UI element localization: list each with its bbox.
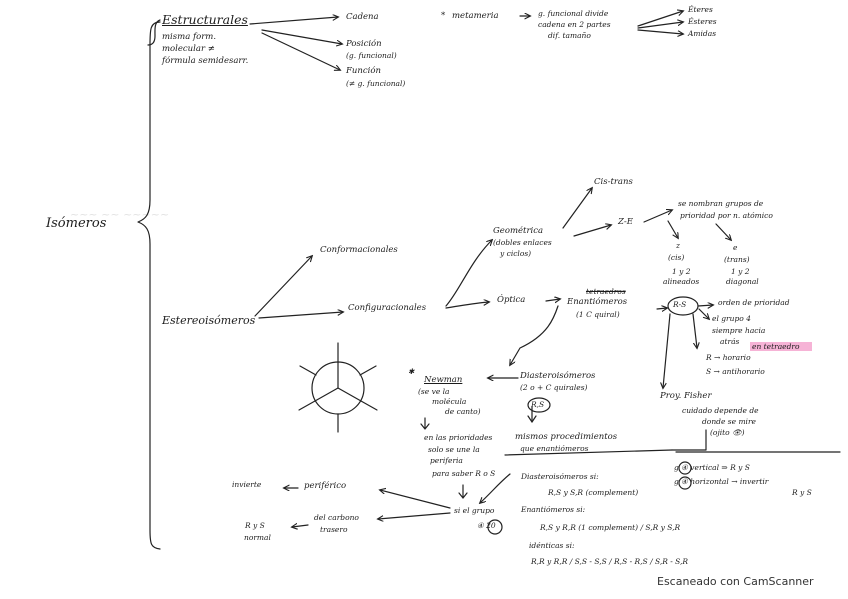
node-conformacionales: Conformacionales bbox=[320, 245, 398, 255]
fisher-vertical: g ④ vertical ⇒ R y S bbox=[674, 463, 750, 472]
grupo4-line-2: siempre hacia bbox=[712, 326, 766, 335]
mismos-procedimientos-1: mismos procedimientos bbox=[515, 432, 618, 442]
node-optica: Óptica bbox=[497, 295, 526, 305]
newman-sub-1: (se ve la bbox=[418, 387, 450, 396]
identicas-combo: R,R y R,R / S,S - S,S / R,S - R,S / S,R … bbox=[531, 557, 689, 566]
node-cis-trans: Cis-trans bbox=[594, 177, 633, 187]
mismos-procedimientos-2: que enantiómeros bbox=[520, 444, 589, 453]
node-esteres: Ésteres bbox=[688, 17, 717, 26]
node-rys: R y S bbox=[245, 521, 265, 530]
node-metameria: metameria bbox=[452, 11, 499, 21]
prioridades-3: periferia bbox=[430, 456, 463, 465]
node-cadena: Cadena bbox=[346, 12, 379, 22]
root-isomeros: Isómeros bbox=[46, 216, 107, 231]
s-antihorario: S → antihorario bbox=[706, 367, 765, 376]
trans-label: (trans) bbox=[724, 255, 750, 264]
structural-note-1: misma form. bbox=[162, 32, 217, 42]
geometrica-sub-1: (dobles enlaces bbox=[493, 238, 552, 247]
node-eteres: Éteres bbox=[688, 5, 713, 14]
newman-asterisk: ✱ bbox=[408, 367, 415, 376]
diastero-rs: R,S bbox=[531, 400, 545, 409]
diastero-sub: (2 o + C quirales) bbox=[520, 383, 588, 392]
node-normal: normal bbox=[244, 533, 271, 542]
z-label: z bbox=[676, 241, 680, 250]
identicas-si: idénticas si: bbox=[529, 541, 575, 550]
grupo4-line-1: el grupo 4 bbox=[712, 314, 751, 323]
fisher-note-1: cuidado depende de bbox=[682, 406, 759, 415]
newman-sub-2: molécula bbox=[432, 397, 467, 406]
node-enantiomeros: Enantiómeros bbox=[567, 297, 628, 307]
carbono-trasero-1: del carbono bbox=[314, 513, 359, 522]
grupo4-line-3: atrás bbox=[720, 337, 740, 346]
node-periferico: periférico bbox=[304, 481, 347, 491]
rs-label: R-S bbox=[673, 300, 687, 309]
tetraedros-label: tetraedros bbox=[586, 287, 626, 296]
cis-label: (cis) bbox=[668, 253, 685, 262]
diastero-combo: R,S y S,R (complement) bbox=[548, 488, 639, 497]
prioridades-1: en las prioridades bbox=[424, 433, 493, 442]
node-diasteroisomeros: Diasteroisómeros bbox=[520, 371, 596, 381]
fisher-horizontal-2: R y S bbox=[792, 488, 812, 497]
newman-projection-drawing bbox=[298, 342, 378, 433]
enant-combo: R,S y R,R (1 complement) / S,R y S,R bbox=[540, 523, 681, 532]
r-horario: R → horario bbox=[706, 353, 751, 362]
structural-brace bbox=[147, 19, 161, 46]
metameria-desc-1: g. funcional divide bbox=[538, 9, 609, 18]
node-geometrica: Geométrica bbox=[493, 226, 544, 236]
highlight-marker bbox=[750, 342, 812, 351]
enant-si: Enantiómeros si: bbox=[521, 505, 586, 514]
node-estereoisomeros: Estereoisómeros bbox=[162, 314, 256, 327]
metameria-desc-3: dif. tamaño bbox=[548, 31, 591, 40]
grupo4-condition: si el grupo bbox=[454, 506, 495, 515]
e-desc-1: 1 y 2 bbox=[731, 267, 750, 276]
en-tetraedro: en tetraedro bbox=[752, 342, 800, 351]
node-funcion-sub: (≠ g. funcional) bbox=[346, 79, 406, 88]
node-configuracionales: Configuracionales bbox=[348, 303, 427, 313]
prioridades-4: para saber R o S bbox=[432, 469, 496, 478]
node-posicion: Posición bbox=[346, 39, 382, 49]
node-posicion-sub: (g. funcional) bbox=[346, 51, 397, 60]
nombran-2: prioridad por n. atómico bbox=[680, 211, 773, 220]
fisher-horizontal-1: g ④ horizontal → invertir bbox=[674, 477, 769, 486]
node-invierte: invierte bbox=[232, 480, 262, 489]
asterisk-mark: * bbox=[441, 11, 446, 21]
geometrica-sub-2: y ciclos) bbox=[500, 249, 532, 258]
e-desc-2: diagonal bbox=[726, 277, 759, 286]
z-desc-1: 1 y 2 bbox=[672, 267, 691, 276]
enantiomeros-sub: (1 C quiral) bbox=[576, 310, 620, 319]
node-amidas: Amidas bbox=[688, 29, 717, 38]
carbono-trasero-2: trasero bbox=[320, 525, 348, 534]
structural-note-2: molecular ≠ bbox=[162, 44, 215, 54]
diastero-si: Diasteroisómeros si: bbox=[521, 472, 599, 481]
structural-note-3: fórmula semidesarr. bbox=[162, 56, 249, 66]
orden-prioridad: orden de prioridad bbox=[718, 298, 790, 307]
node-estructurales: Estructurales bbox=[162, 12, 248, 27]
camscanner-watermark: Escaneado con CamScanner bbox=[657, 575, 814, 588]
prioridades-2: solo se une la bbox=[428, 445, 480, 454]
fisher-note-3: (ojito 👁) bbox=[710, 428, 745, 437]
node-proyeccion-fisher: Proy. Fisher bbox=[660, 391, 712, 401]
metameria-desc-2: cadena en 2 partes bbox=[538, 20, 611, 29]
e-label: e bbox=[733, 243, 738, 252]
newman-sub-3: de canto) bbox=[445, 407, 481, 416]
fisher-note-2: donde se mire bbox=[702, 417, 756, 426]
nombran-1: se nombran grupos de bbox=[678, 199, 764, 208]
node-newman: Newman bbox=[424, 375, 463, 385]
node-funcion: Función bbox=[346, 66, 381, 76]
root-brace bbox=[137, 21, 161, 550]
node-z-e: Z-E bbox=[618, 217, 633, 227]
z-desc-2: alineados bbox=[663, 277, 700, 286]
grupo4-number: ④ 20 bbox=[477, 521, 496, 530]
